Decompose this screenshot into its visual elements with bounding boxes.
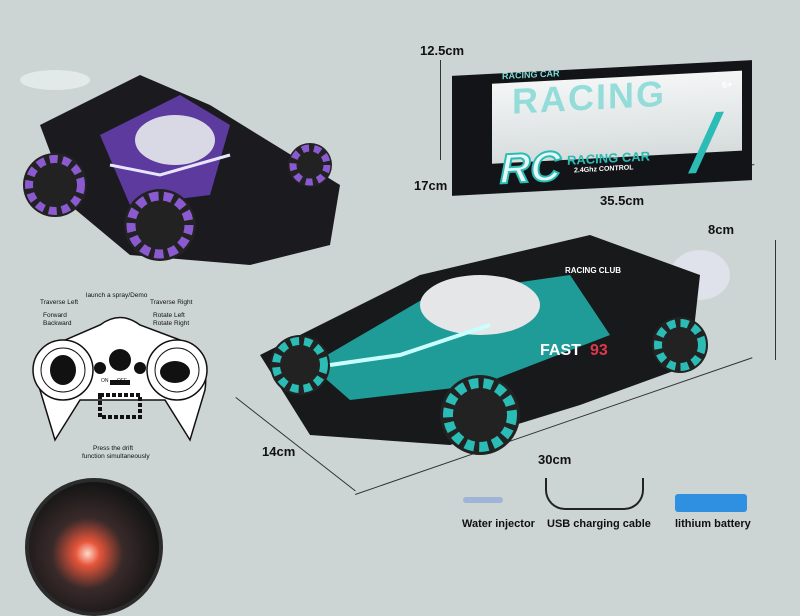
box-width-label: 35.5cm — [600, 193, 645, 208]
accessory-battery: lithium battery — [675, 518, 751, 530]
purple-car-image — [20, 70, 340, 265]
product-box: RACING RACING CAR RC RACING CAR 2.4Ghz C… — [452, 60, 764, 196]
right-stick — [160, 361, 190, 383]
box-rc-logo: RC — [499, 141, 562, 193]
car-depth-label: 14cm — [262, 444, 296, 459]
label-drift-2: function simultaneously — [82, 453, 150, 460]
remote-diagram — [32, 316, 208, 442]
label-on: ON — [101, 378, 109, 384]
box-depth-label: 17cm — [414, 178, 448, 193]
car-decal: FAST — [540, 342, 581, 359]
water-injector-icon — [463, 497, 503, 503]
label-rotate-left: Rotate Left — [153, 312, 185, 319]
car-height-label: 8cm — [708, 222, 735, 237]
spray-button — [109, 349, 131, 371]
usb-cable-icon — [545, 478, 644, 510]
teal-car-image: FAST 93 RACING CLUB — [260, 235, 730, 455]
accessory-usb-cable: USB charging cable — [547, 518, 651, 530]
car-length-label: 30cm — [538, 452, 572, 467]
label-spray: launch a spray/Demo — [86, 292, 148, 299]
car-roof-decal: RACING CLUB — [565, 266, 621, 275]
label-forward: Forward — [43, 312, 67, 319]
label-traverse-left: Traverse Left — [40, 299, 79, 306]
car-decal-number: 93 — [590, 342, 608, 359]
label-traverse-right: Traverse Right — [150, 299, 193, 306]
battery-icon — [675, 494, 747, 512]
accessory-water-injector: Water injector — [462, 518, 535, 530]
left-stick — [50, 355, 76, 385]
box-big-title: RACING — [512, 72, 666, 122]
label-backward: Backward — [43, 320, 72, 327]
label-rotate-right: Rotate Right — [153, 320, 190, 327]
age-badge: 6+ — [722, 79, 733, 90]
spray-detail-image — [25, 478, 163, 616]
box-height-label: 12.5cm — [420, 43, 465, 58]
label-off: OFF — [117, 378, 127, 384]
label-drift-1: Press the drift — [93, 445, 134, 452]
